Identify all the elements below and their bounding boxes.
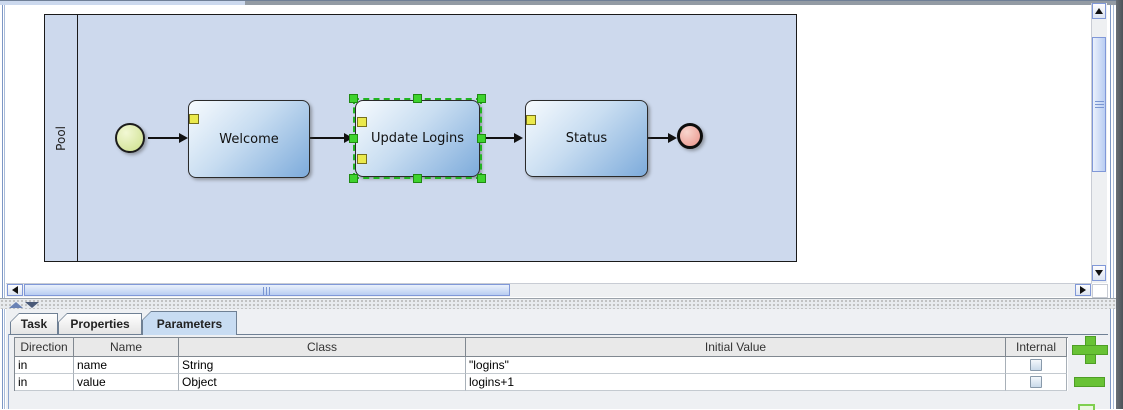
tab-task-label: Task xyxy=(11,314,57,334)
tab-parameters-label: Parameters xyxy=(143,312,236,335)
canvas-vertical-scrollbar[interactable] xyxy=(1091,3,1107,283)
tab-content-left-border xyxy=(8,334,9,409)
scroll-up-button[interactable] xyxy=(1092,3,1106,19)
table-row[interactable]: in name String "logins" xyxy=(15,357,1068,374)
yellow-task-marker-icon xyxy=(357,154,367,164)
internal-checkbox[interactable] xyxy=(1030,376,1042,388)
column-header-initial-value[interactable]: Initial Value xyxy=(466,338,1006,357)
cell-internal xyxy=(1006,374,1067,391)
down-arrow-icon xyxy=(1095,270,1103,276)
selection-handle-w[interactable] xyxy=(349,134,358,143)
scroll-left-button[interactable] xyxy=(7,284,23,296)
pool-label-lane: Pool xyxy=(45,15,78,261)
right-arrow-icon xyxy=(1080,286,1086,294)
task-welcome[interactable]: Welcome xyxy=(188,100,310,178)
selection-outline xyxy=(353,98,482,179)
selection-handle-nw[interactable] xyxy=(349,94,358,103)
tab-content-border xyxy=(8,334,1108,335)
horizontal-scrollbar-thumb[interactable] xyxy=(24,284,510,296)
end-event-icon[interactable] xyxy=(677,123,703,149)
tab-properties-label: Properties xyxy=(59,314,141,334)
properties-panel: Task Properties Parameters Direction Nam… xyxy=(6,309,1110,410)
tab-task[interactable]: Task xyxy=(10,313,58,334)
up-arrow-icon xyxy=(1095,8,1103,14)
split-pane-divider[interactable] xyxy=(0,298,1116,309)
window-right-border-inner xyxy=(1113,5,1114,409)
arrowhead-icon xyxy=(344,133,353,143)
selection-handle-ne[interactable] xyxy=(477,94,486,103)
divider-collapse-up-icon[interactable] xyxy=(9,302,23,308)
parameters-table: Direction Name Class Initial Value Inter… xyxy=(14,337,1068,391)
column-header-name[interactable]: Name xyxy=(74,338,179,357)
cell-direction[interactable]: in xyxy=(15,374,74,391)
arrowhead-icon xyxy=(514,133,523,143)
column-header-class[interactable]: Class xyxy=(179,338,466,357)
yellow-task-marker-icon xyxy=(357,117,367,127)
task-update-logins-label: Update Logins xyxy=(370,131,465,146)
task-status[interactable]: Status xyxy=(525,100,648,177)
task-welcome-label: Welcome xyxy=(219,131,279,147)
cell-class[interactable]: String xyxy=(179,357,466,374)
remove-parameter-button[interactable] xyxy=(1074,377,1105,387)
scroll-right-button[interactable] xyxy=(1075,284,1091,296)
window-outer-edge xyxy=(1116,0,1123,409)
cell-class[interactable]: Object xyxy=(179,374,466,391)
flow-update-to-status[interactable] xyxy=(482,137,515,139)
window-left-border-inner xyxy=(4,5,5,409)
tab-parameters[interactable]: Parameters xyxy=(142,311,237,335)
diagram-canvas[interactable]: Pool Welcome Update Logins Status xyxy=(6,5,1091,283)
vertical-scrollbar-thumb[interactable] xyxy=(1092,37,1106,172)
cell-direction[interactable]: in xyxy=(15,357,74,374)
table-row[interactable]: in value Object logins+1 xyxy=(15,374,1068,391)
selection-handle-n[interactable] xyxy=(413,94,422,103)
start-event-icon[interactable] xyxy=(115,123,145,153)
selection-handle-sw[interactable] xyxy=(349,174,358,183)
scroll-down-button[interactable] xyxy=(1092,265,1106,281)
arrowhead-icon xyxy=(179,133,188,143)
cell-name[interactable]: value xyxy=(74,374,179,391)
selection-handle-e[interactable] xyxy=(477,134,486,143)
partial-button-cut-off[interactable] xyxy=(1078,404,1095,410)
cell-initial-value[interactable]: logins+1 xyxy=(466,374,1006,391)
window-top-border xyxy=(0,0,1123,1)
internal-checkbox[interactable] xyxy=(1030,359,1042,371)
task-status-label: Status xyxy=(565,131,608,146)
divider-collapse-down-icon[interactable] xyxy=(25,302,39,308)
window-right-border xyxy=(1110,5,1111,409)
window-left-border xyxy=(2,5,3,409)
column-header-direction[interactable]: Direction xyxy=(15,338,74,357)
scrollbar-grip-icon xyxy=(1095,101,1104,110)
cell-internal xyxy=(1006,357,1067,374)
left-arrow-icon xyxy=(12,286,18,294)
scrollbar-grip-icon xyxy=(263,287,272,295)
outer-tab-remnant xyxy=(0,1,245,5)
plus-icon xyxy=(1072,345,1108,355)
scrollbar-corner xyxy=(1092,284,1108,298)
yellow-task-marker-icon xyxy=(189,114,199,124)
tab-properties[interactable]: Properties xyxy=(58,313,142,334)
column-header-internal[interactable]: Internal xyxy=(1006,338,1067,357)
yellow-task-marker-icon xyxy=(526,115,536,125)
flow-status-to-end[interactable] xyxy=(648,137,670,139)
add-parameter-button[interactable] xyxy=(1072,336,1108,364)
selection-handle-s[interactable] xyxy=(413,174,422,183)
table-header-row: Direction Name Class Initial Value Inter… xyxy=(15,338,1068,357)
selection-handle-se[interactable] xyxy=(477,174,486,183)
arrowhead-icon xyxy=(668,133,677,143)
flow-start-to-welcome[interactable] xyxy=(148,137,180,139)
canvas-horizontal-scrollbar[interactable] xyxy=(6,283,1092,297)
flow-welcome-to-update[interactable] xyxy=(310,137,346,139)
pool-label: Pool xyxy=(54,125,68,151)
cell-name[interactable]: name xyxy=(74,357,179,374)
cell-initial-value[interactable]: "logins" xyxy=(466,357,1006,374)
